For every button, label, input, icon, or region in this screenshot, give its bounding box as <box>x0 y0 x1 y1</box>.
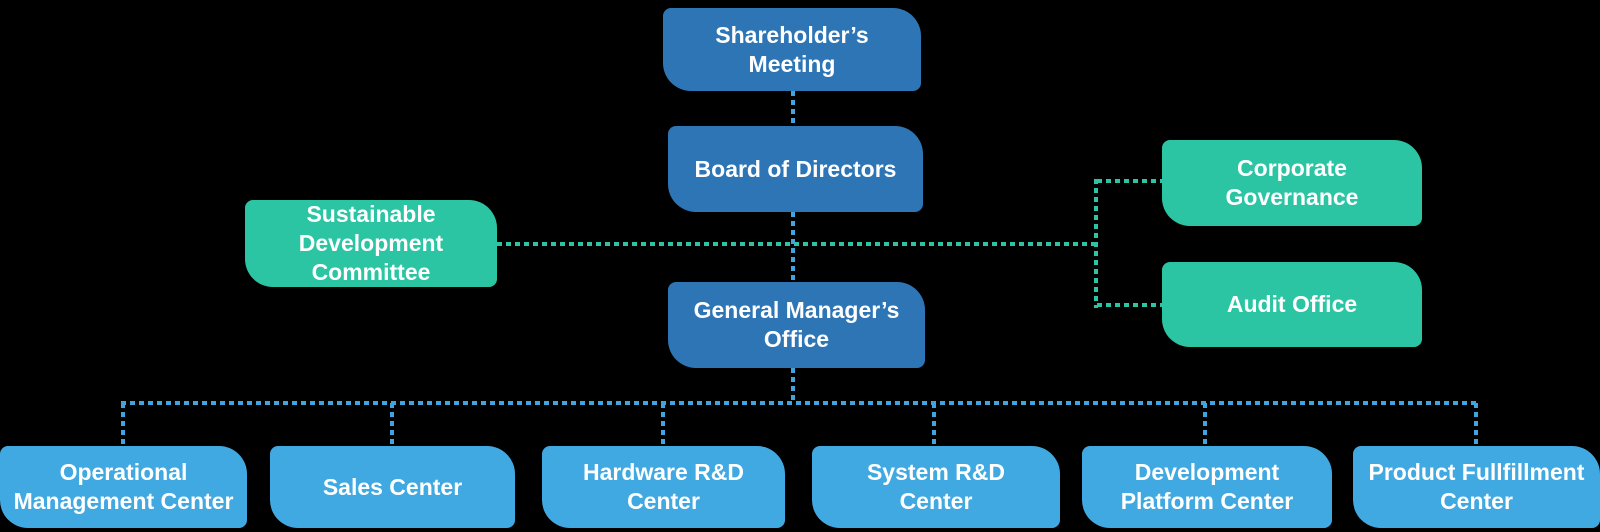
connector-sales-stub <box>390 403 394 446</box>
node-operational-management-center: Operational Management Center <box>0 446 247 528</box>
connector-operational-management-stub <box>121 403 125 446</box>
node-product-fullfillment-center: Product Fullfillment Center <box>1353 446 1600 528</box>
node-label: Board of Directors <box>694 155 897 182</box>
connector-centers-bus-line <box>121 401 1478 405</box>
node-shareholders-meeting: Shareholder’s Meeting <box>663 8 921 91</box>
node-label: Corporate Governance <box>1225 155 1359 210</box>
connector-development-platform-stub <box>1203 403 1207 446</box>
node-label: General Manager’s Office <box>693 297 900 352</box>
node-label: System R&D Center <box>866 459 1006 514</box>
node-label: Sustainable Development Committee <box>298 201 444 285</box>
connector-gm-drop-line <box>791 368 795 403</box>
connector-corporate-governance-stub <box>1097 179 1162 183</box>
node-label: Audit Office <box>1226 291 1358 318</box>
connector-governance-bracket-line <box>1094 179 1098 308</box>
connector-system-rd-stub <box>932 403 936 446</box>
node-development-platform-center: Development Platform Center <box>1082 446 1332 528</box>
node-system-rd-center: System R&D Center <box>812 446 1060 528</box>
node-label: Sales Center <box>322 473 463 500</box>
connector-shareholders-to-board-line <box>791 91 795 126</box>
node-audit-office: Audit Office <box>1162 262 1422 347</box>
node-label: Development Platform Center <box>1120 459 1294 514</box>
node-general-managers-office: General Manager’s Office <box>668 282 925 368</box>
node-label: Hardware R&D Center <box>582 459 745 514</box>
node-corporate-governance: Corporate Governance <box>1162 140 1422 226</box>
node-label: Shareholder’s Meeting <box>715 21 869 77</box>
node-board-of-directors: Board of Directors <box>668 126 923 212</box>
node-sales-center: Sales Center <box>270 446 515 528</box>
node-hardware-rd-center: Hardware R&D Center <box>542 446 785 528</box>
node-sustainable-development-committee: Sustainable Development Committee <box>245 200 497 287</box>
connector-product-fullfillment-stub <box>1474 403 1478 446</box>
connector-hardware-rd-stub <box>661 403 665 446</box>
node-label: Operational Management Center <box>13 459 234 514</box>
connector-board-to-gm-line <box>791 212 795 282</box>
node-label: Product Fullfillment Center <box>1368 459 1585 514</box>
connector-audit-office-stub <box>1097 303 1162 307</box>
connector-committee-to-bracket-line <box>497 242 1097 246</box>
